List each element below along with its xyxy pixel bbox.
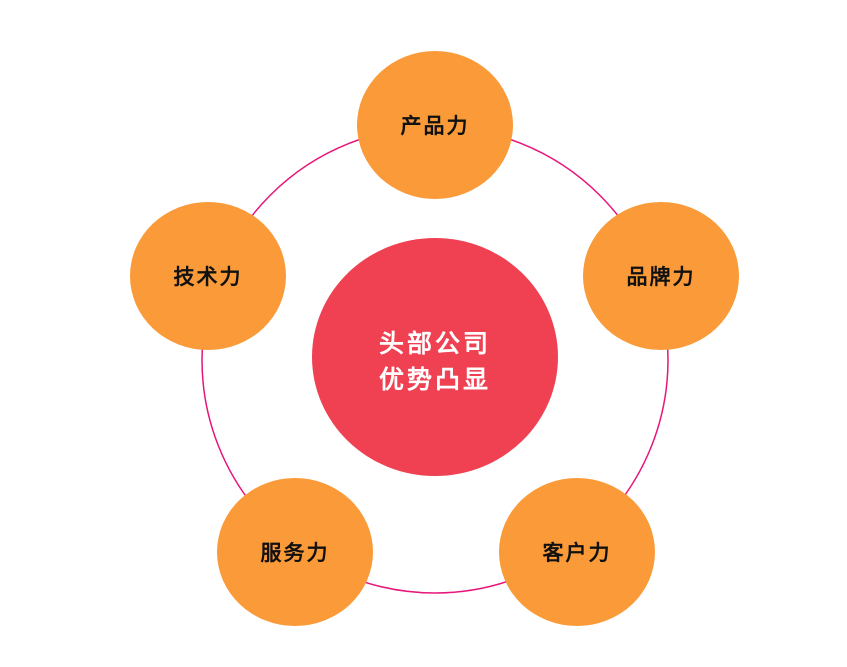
center-node: 头部公司 优势凸显 xyxy=(312,238,558,476)
satellite-brand: 品牌力 xyxy=(583,202,739,350)
satellite-label: 品牌力 xyxy=(627,264,696,289)
satellite-circle xyxy=(130,202,286,350)
satellite-label: 客户力 xyxy=(543,540,612,565)
satellite-customer: 客户力 xyxy=(499,478,655,626)
satellite-circle xyxy=(217,478,373,626)
satellite-product: 产品力 xyxy=(357,51,513,199)
satellite-technology: 技术力 xyxy=(130,202,286,350)
satellite-label: 产品力 xyxy=(401,113,470,138)
center-circle xyxy=(312,238,558,476)
center-label-line2: 优势凸显 xyxy=(379,365,491,394)
satellite-circle xyxy=(499,478,655,626)
satellite-label: 服务力 xyxy=(261,540,330,565)
satellite-label: 技术力 xyxy=(174,264,243,289)
satellite-circle xyxy=(583,202,739,350)
center-label-line1: 头部公司 xyxy=(379,329,491,358)
satellite-circle xyxy=(357,51,513,199)
satellite-service: 服务力 xyxy=(217,478,373,626)
